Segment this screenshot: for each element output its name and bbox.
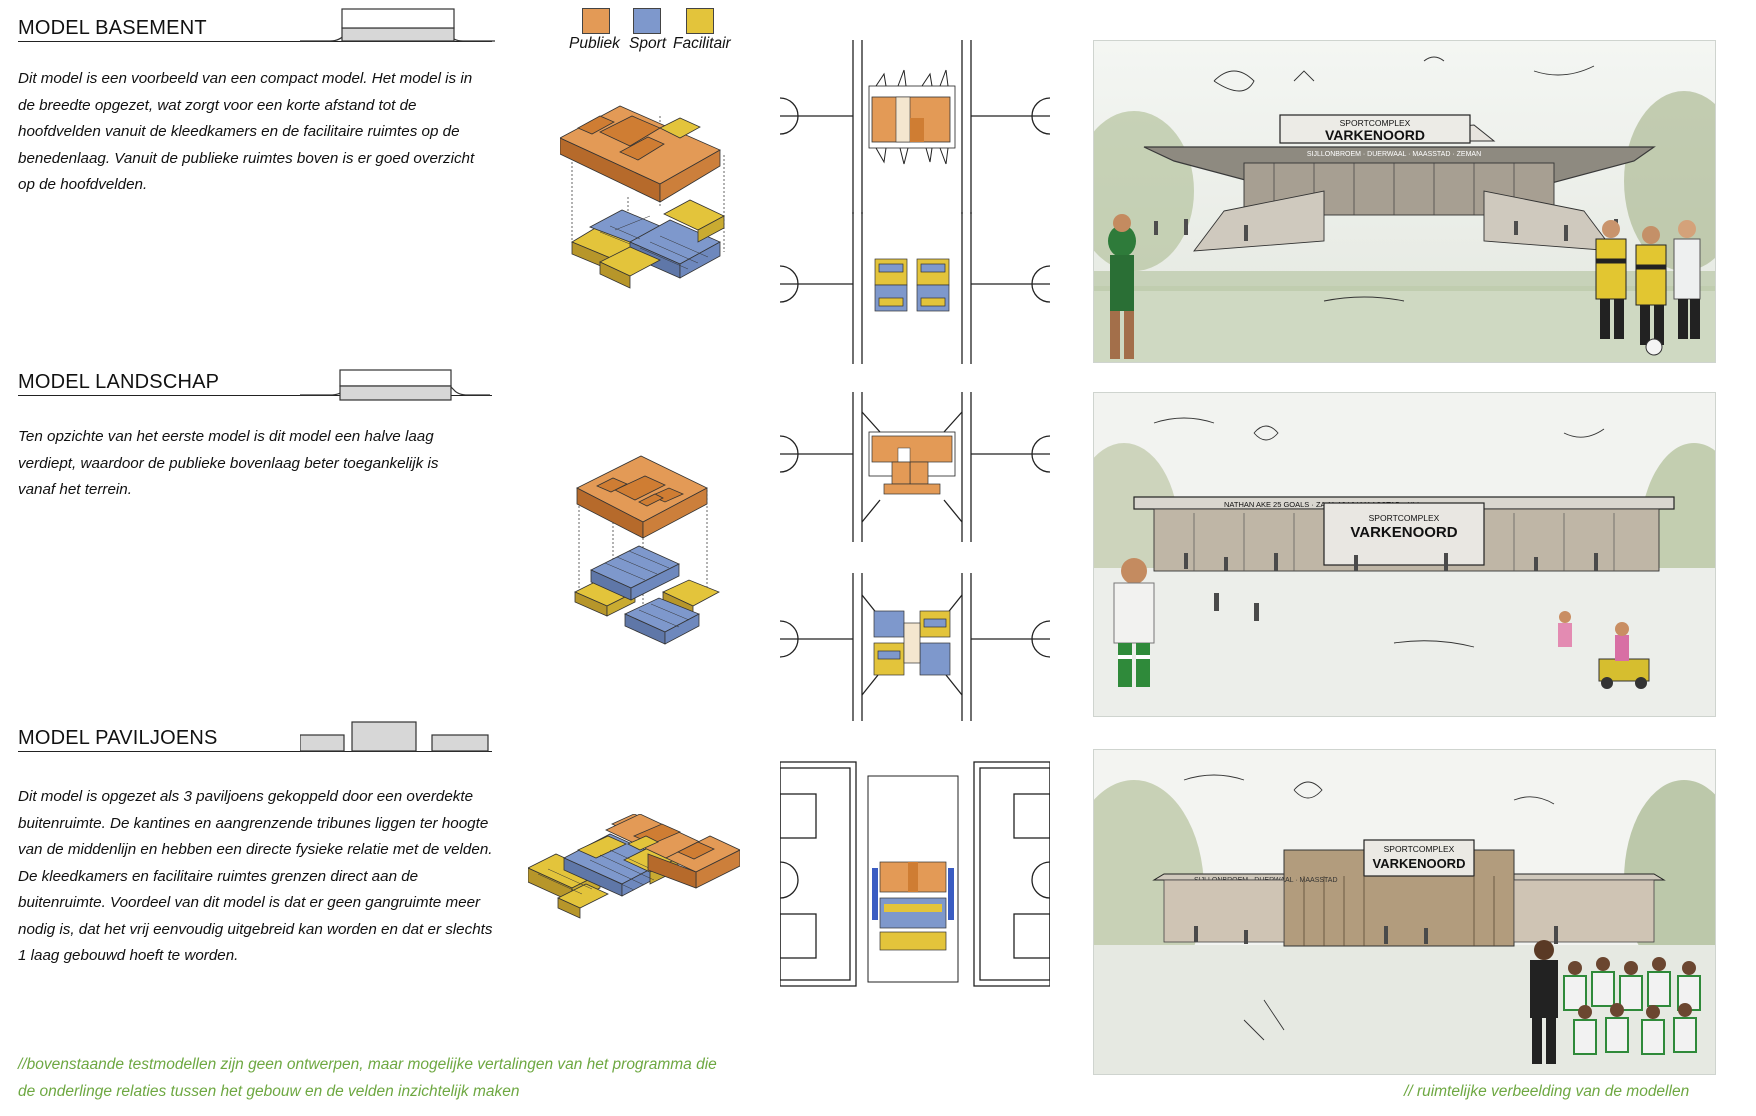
legend-swatch-sport: [633, 8, 661, 34]
model-landschap-title: MODEL LANDSCHAP: [18, 371, 220, 393]
paviljoens-axonometric-diagram: [528, 814, 740, 919]
render-model-paviljoens: SPORTCOMPLEX VARKENOORD SIJLLONBROEM · D…: [1093, 749, 1716, 1075]
billboard-text: SIJLLONBROEM · DUERWAAL · MAASSTAD · ZEM…: [1307, 151, 1481, 158]
title-rule: [18, 41, 492, 42]
footer-caption-renders: // ruimtelijke verbeelding van de modell…: [1404, 1083, 1690, 1100]
footer-note-line-1: //bovenstaande testmodellen zijn geen on…: [18, 1056, 717, 1073]
legend-swatch-publiek: [582, 8, 610, 34]
model-basement-description: Dit model is een voorbeeld van een compa…: [18, 70, 475, 193]
model-basement-title: MODEL BASEMENT: [18, 17, 207, 39]
render-model-basement: SPORTCOMPLEX VARKENOORD SIJLLONBROEM · D…: [1093, 40, 1716, 363]
landschap-axonometric-diagram: [574, 455, 720, 645]
footer-note: //bovenstaande testmodellen zijn geen on…: [18, 1051, 918, 1105]
title-rule: [18, 751, 492, 752]
basement-section-icon: [300, 8, 495, 42]
title-rule: [18, 395, 492, 396]
footer-note-line-2: de onderlinge relaties tussen het gebouw…: [18, 1083, 520, 1100]
model-paviljoens-title: MODEL PAVILJOENS: [18, 727, 218, 749]
landschap-section-icon: [300, 369, 490, 401]
site-plan-basement-lower: [780, 212, 1050, 364]
sign-line-2: VARKENOORD: [1325, 127, 1425, 143]
sign-line-1: SPORTCOMPLEX: [1384, 844, 1455, 854]
basement-axonometric-diagram: [560, 105, 725, 289]
model-paviljoens-description: Dit model is opgezet als 3 paviljoens ge…: [18, 788, 493, 964]
legend-label-publiek: Publiek: [569, 35, 620, 52]
legend-swatch-facilitair: [686, 8, 714, 34]
paviljoens-section-icon: [300, 721, 489, 752]
site-plan-landschap-upper: [780, 392, 1050, 542]
sign-line-2: VARKENOORD: [1373, 856, 1466, 871]
legend-label-facilitair: Facilitair: [673, 35, 731, 52]
render-model-landschap: NATHAN AKE 25 GOALS · ZA 11-10 VV MAASST…: [1093, 392, 1716, 717]
site-plan-landschap-lower: [780, 573, 1050, 721]
sign-line-1: SPORTCOMPLEX: [1340, 118, 1411, 128]
site-plan-paviljoens: [780, 761, 1050, 987]
model-landschap-description: Ten opzichte van het eerste model is dit…: [18, 428, 439, 498]
sign-line-2: VARKENOORD: [1350, 524, 1457, 541]
site-plan-basement-upper: [780, 40, 1050, 214]
legend-label-sport: Sport: [629, 35, 667, 52]
billboard-text: NATHAN AKE 25 GOALS · ZA 11-10 VV MAASST…: [1224, 500, 1419, 509]
sign-line-1: SPORTCOMPLEX: [1369, 513, 1440, 523]
